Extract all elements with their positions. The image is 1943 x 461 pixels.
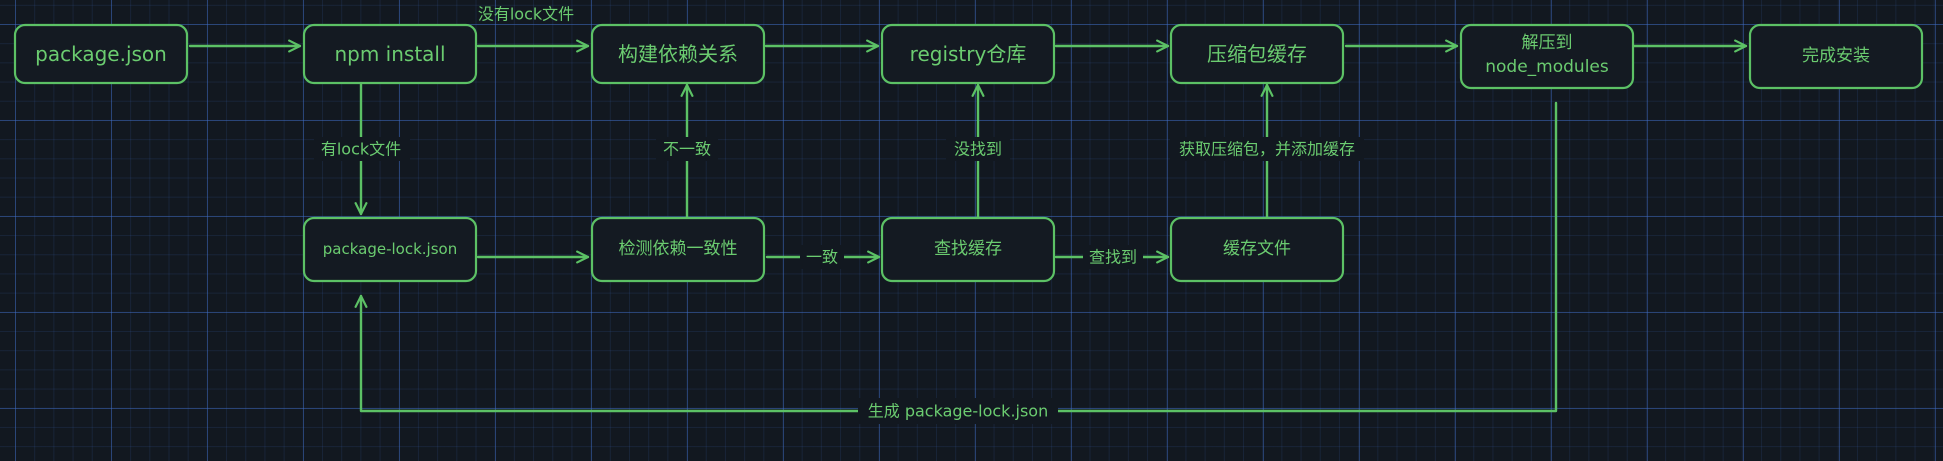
node-complete-label: 完成安装 xyxy=(1802,46,1870,66)
node-cache-file-label: 缓存文件 xyxy=(1223,239,1291,259)
node-extract: 解压到 node_modules xyxy=(1459,23,1635,90)
label-generate-lock: 生成 package-lock.json xyxy=(868,402,1049,421)
node-registry-label: registry仓库 xyxy=(910,42,1027,66)
edge-labels: 没有lock文件 有lock文件 不一致 一致 没找到 查找到 获取压缩包，并添… xyxy=(314,5,1364,424)
node-find-cache-label: 查找缓存 xyxy=(934,239,1002,259)
node-find-cache: 查找缓存 xyxy=(880,216,1056,283)
node-package-lock: package-lock.json xyxy=(302,216,478,283)
node-package-json-label: package.json xyxy=(35,42,167,66)
label-not-found: 没找到 xyxy=(954,140,1002,159)
node-build-deps: 构建依赖关系 xyxy=(590,23,766,85)
node-registry: registry仓库 xyxy=(880,23,1056,85)
label-no-lock: 没有lock文件 xyxy=(478,5,574,24)
label-has-lock: 有lock文件 xyxy=(321,140,401,159)
node-package-lock-label: package-lock.json xyxy=(323,240,457,258)
node-build-deps-label: 构建依赖关系 xyxy=(618,42,738,66)
node-extract-label-line1: 解压到 xyxy=(1522,33,1573,53)
node-check-consistency-label: 检测依赖一致性 xyxy=(619,239,738,259)
node-extract-label-line2: node_modules xyxy=(1485,57,1609,77)
node-check-consistency: 检测依赖一致性 xyxy=(590,216,766,283)
node-npm-install: npm install xyxy=(302,23,478,85)
node-package-json: package.json xyxy=(13,23,189,85)
label-found: 查找到 xyxy=(1089,248,1137,267)
node-tarball-cache-label: 压缩包缓存 xyxy=(1207,42,1307,66)
node-complete: 完成安装 xyxy=(1748,23,1924,90)
label-fetch-and-cache: 获取压缩包，并添加缓存 xyxy=(1179,140,1355,159)
node-cache-file: 缓存文件 xyxy=(1169,216,1345,283)
node-tarball-cache: 压缩包缓存 xyxy=(1169,23,1345,85)
label-inconsistent: 不一致 xyxy=(663,140,711,159)
node-npm-install-label: npm install xyxy=(334,42,445,66)
label-consistent: 一致 xyxy=(806,248,838,267)
